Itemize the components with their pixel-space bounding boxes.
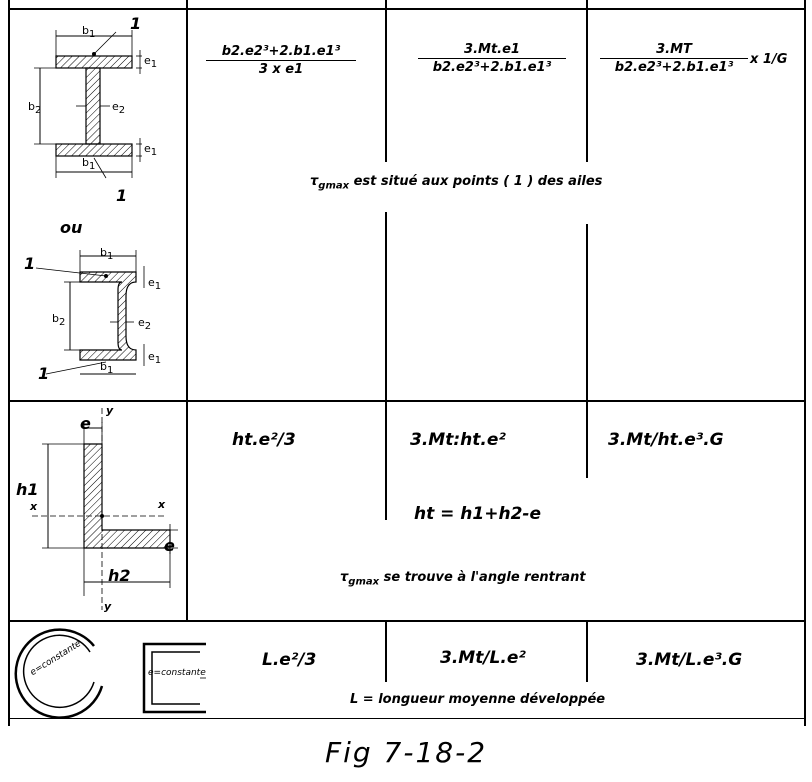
figure-caption: Fig 7-18-2 (324, 736, 488, 769)
thin-formula-angle: 3.Mt/L.e³.G (636, 650, 743, 670)
col-divider-r1-b2 (385, 212, 387, 400)
ibeam-formula-stress-denominator: b2.e2³+2.b1.e1³ (432, 60, 552, 75)
angle-label-y-top: y (106, 404, 114, 417)
table-bottom-border (8, 718, 806, 719)
row-divider-1 (8, 400, 806, 402)
ibeam-formula-stress: 3.Mt.e1 b2.e2³+2.b1.e1³ (418, 42, 566, 75)
row-divider-top (8, 8, 806, 10)
angle-label-x-left: x (30, 500, 38, 513)
col-divider-r1-c (586, 0, 588, 162)
angle-label-e-top: e (80, 414, 91, 433)
ibeam-formula-angle-denominator: b2.e2³+2.b1.e1³ (614, 60, 734, 75)
ibeam-tau-note: τgmax est situé aux points ( 1 ) des ail… (310, 174, 603, 192)
ibeam-label-point1-top: 1 (130, 14, 142, 33)
channel-label-b1-bottom: b1 (100, 360, 114, 377)
ibeam-formula-stress-numerator: 3.Mt.e1 (418, 42, 566, 59)
ibeam-formula-inertia-denominator: 3 x e1 (258, 62, 304, 77)
ibeam-formula-angle: 3.MT b2.e2³+2.b1.e1³ (600, 42, 748, 75)
col-divider-r3-b (385, 622, 387, 682)
table-right-border (804, 0, 806, 726)
col-divider-r1-b (385, 0, 387, 162)
ibeam-formula-inertia: b2.e2³+2.b1.e1³ 3 x e1 (206, 44, 356, 77)
col-divider-r3-c (586, 622, 588, 682)
ibeam-formula-angle-numerator: 3.MT (600, 42, 748, 59)
table-left-border (8, 0, 10, 726)
thin-note-length: L = longueur moyenne développée (350, 692, 606, 707)
channel-label-e1-top: e1 (148, 276, 162, 293)
ibeam-section-diagram (34, 30, 142, 179)
angle-label-e-right: e (164, 536, 175, 555)
ibeam-label-point1-bottom: 1 (116, 186, 128, 205)
col-divider-r1-c2 (586, 224, 588, 400)
col-divider-r2-b (385, 402, 387, 520)
ibeam-label-e1-bottom: e1 (144, 142, 158, 159)
thin-formula-inertia: L.e²/3 (262, 650, 317, 670)
ibeam-formula-angle-suffix: x 1/G (750, 52, 788, 67)
channel-label-e2: e2 (138, 316, 152, 333)
ibeam-label-b1-top: b1 (82, 24, 96, 41)
ibeam-label-b1-bottom: b1 (82, 156, 96, 173)
channel-label-e1-bottom: e1 (148, 350, 162, 367)
channel-label-b2: b2 (52, 312, 66, 329)
angle-formula-stress: 3.Mt:ht.e² (410, 430, 506, 450)
col-divider-r2-a (186, 400, 188, 620)
angle-label-y-bottom: y (104, 600, 112, 613)
ibeam-label-e2: e2 (112, 100, 126, 117)
angle-label-h2: h2 (108, 566, 131, 585)
col-divider-r2-c (586, 402, 588, 478)
angle-label-h1: h1 (16, 480, 39, 499)
angle-section-diagram (32, 408, 178, 610)
thin-formula-stress: 3.Mt/L.e² (440, 648, 526, 668)
angle-label-x-right: x (158, 498, 166, 511)
ibeam-label-e1-top: e1 (144, 54, 158, 71)
angle-formula-inertia: ht.e²/3 (232, 430, 296, 450)
box-e-constante-label: e=constante (148, 668, 206, 678)
ou-label: ou (60, 218, 83, 237)
angle-formula-angle: 3.Mt/ht.e³.G (608, 430, 724, 450)
ibeam-formula-inertia-numerator: b2.e2³+2.b1.e1³ (206, 44, 356, 61)
thin-wall-sections-diagram (14, 628, 206, 719)
channel-label-point1-top: 1 (24, 254, 36, 273)
channel-label-point1-bottom: 1 (38, 364, 50, 383)
row-divider-2 (8, 620, 806, 622)
channel-section-diagram (35, 250, 145, 375)
col-divider-r1-a (186, 0, 188, 400)
angle-ht-definition: ht = h1+h2-e (414, 504, 542, 524)
angle-tau-note: τgmax se trouve à l'angle rentrant (340, 570, 586, 588)
channel-label-b1-top: b1 (100, 246, 114, 263)
ibeam-label-b2: b2 (28, 100, 42, 117)
